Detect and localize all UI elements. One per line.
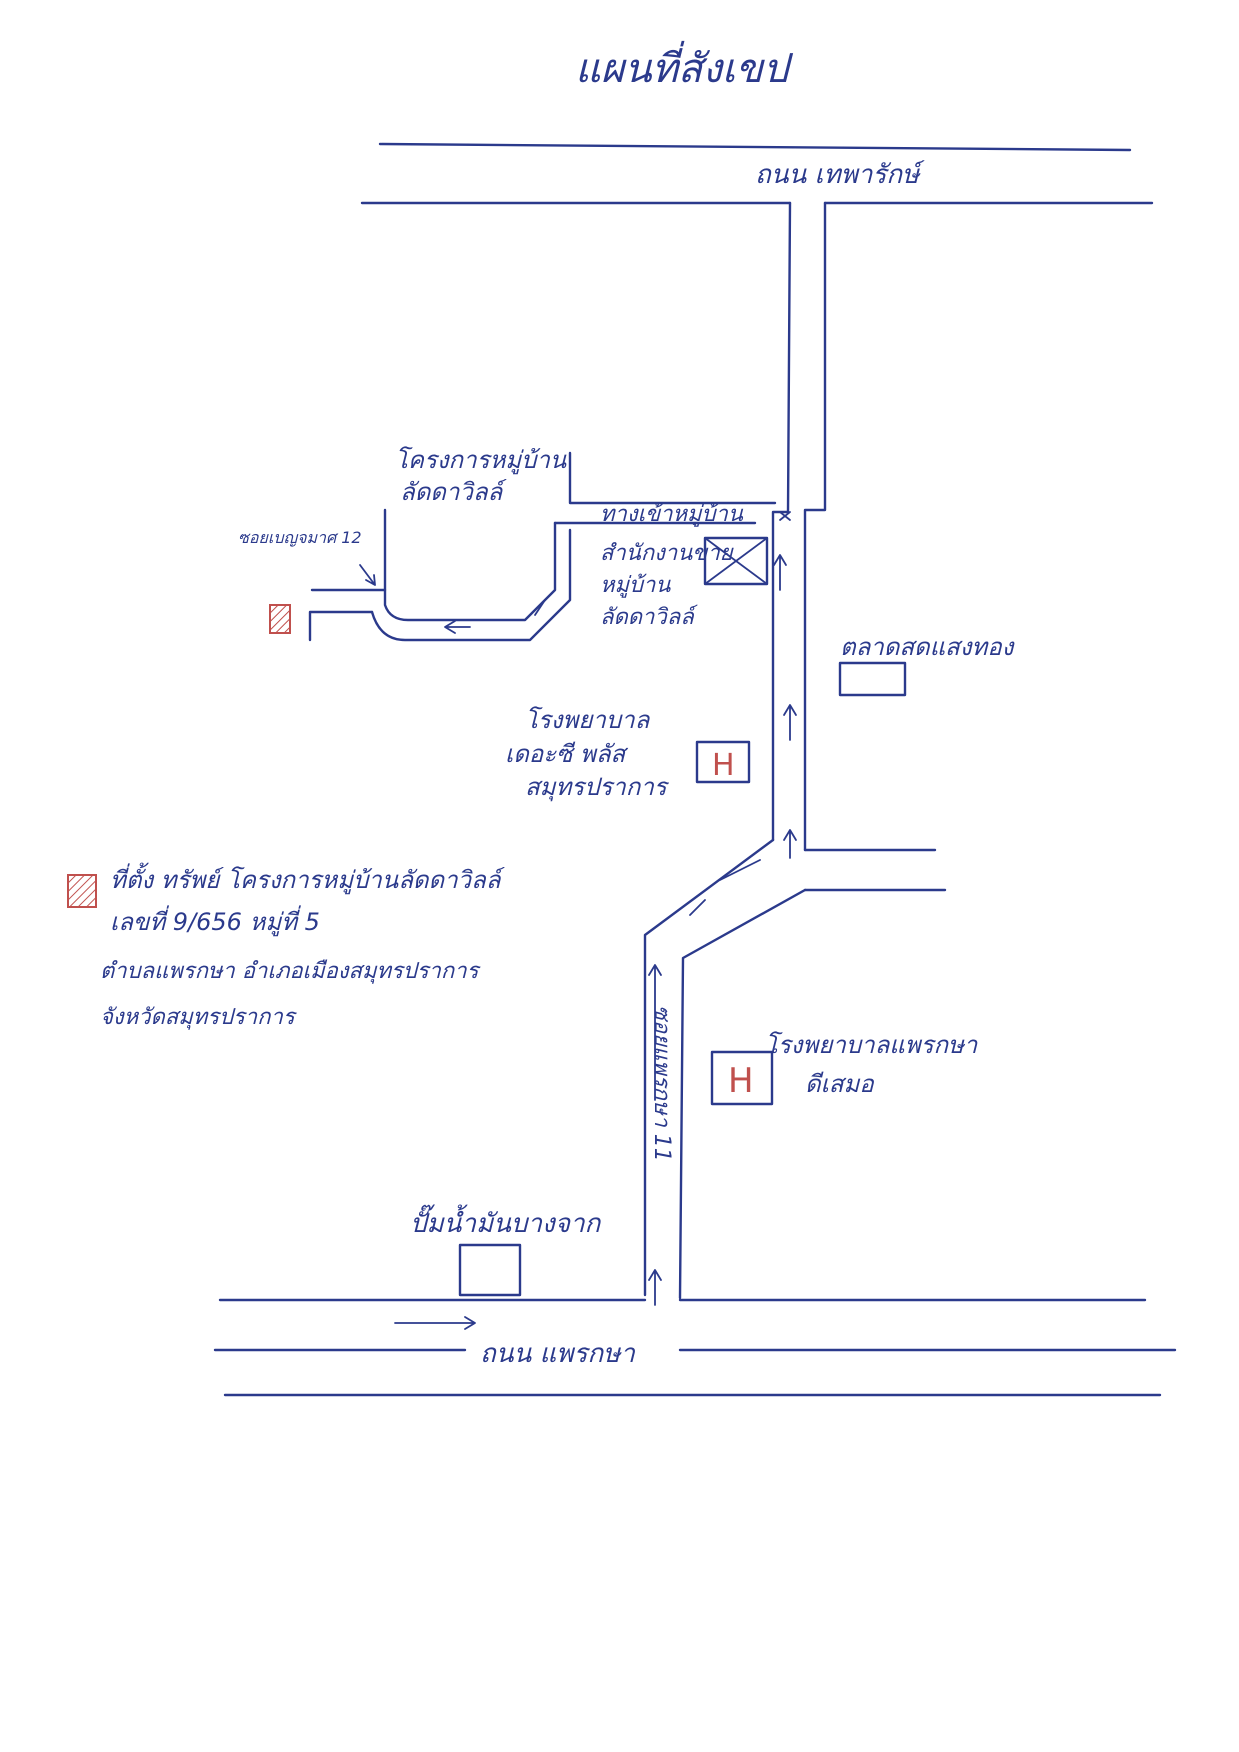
market-label: ตลาดสดแสงทอง — [840, 633, 1016, 661]
village-project-label-2: ลัดดาวิลล์ — [400, 478, 507, 506]
hospital-1-marker — [695, 740, 751, 784]
property-marker — [269, 604, 291, 634]
hospital-1-label-1: โรงพยาบาล — [525, 706, 651, 734]
soi-road-label: ซอยแพรกษา 11 — [649, 1005, 674, 1162]
north-road — [360, 142, 1154, 205]
hospital-1-label-2: เดอะซี พลัส — [505, 740, 629, 768]
direction-arrows — [359, 511, 797, 1330]
legend-line-2: เลขที่ 9/656 หมู่ที่ 5 — [110, 905, 320, 937]
gas-station-marker — [458, 1243, 522, 1297]
south-road — [213, 1298, 1177, 1397]
sales-office-label-2: หมู่บ้าน — [600, 573, 671, 598]
legend-property-marker — [67, 874, 97, 908]
hospital-2-label-2: ดีเสมอ — [805, 1070, 875, 1098]
hospital-1-symbol: H — [712, 748, 735, 783]
sales-office-marker — [703, 536, 769, 586]
village-project-label-1: โครงการหมู่บ้าน — [395, 446, 567, 475]
soi-road — [643, 838, 807, 1300]
legend-line-1: ที่ตั้ง ทรัพย์ โครงการหมู่บ้านลัดดาวิลล์ — [110, 862, 505, 895]
legend-line-3: ตำบลแพรกษา อำเภอเมืองสมุทรปราการ — [100, 959, 482, 984]
sales-office-label-1: สำนักงานขาย — [600, 541, 735, 566]
village-entrance-road — [308, 451, 777, 642]
sales-office-label-3: ลัดดาวิลล์ — [600, 604, 699, 630]
north-road-label: ถนน เทพารักษ์ — [755, 160, 925, 190]
soi-branch-label: ซอยเบญจมาศ 12 — [238, 528, 362, 547]
hospital-2-marker — [710, 1050, 774, 1106]
hospital-2-label-1: โรงพยาบาลแพรกษา — [765, 1031, 979, 1059]
gas-station-label: ปั๊มน้ำมันบางจาก — [410, 1204, 602, 1239]
map-title: แผนที่สังเขป — [575, 40, 794, 92]
market-marker — [838, 661, 907, 697]
hospital-2-symbol: H — [728, 1061, 754, 1101]
south-road-label: ถนน แพรกษา — [480, 1339, 636, 1369]
main-vertical-road — [771, 201, 947, 892]
village-entrance-label: ทางเข้าหมู่บ้าน — [600, 502, 744, 527]
legend-line-4: จังหวัดสมุทรปราการ — [100, 1005, 298, 1030]
hospital-1-label-3: สมุทรปราการ — [525, 773, 670, 802]
